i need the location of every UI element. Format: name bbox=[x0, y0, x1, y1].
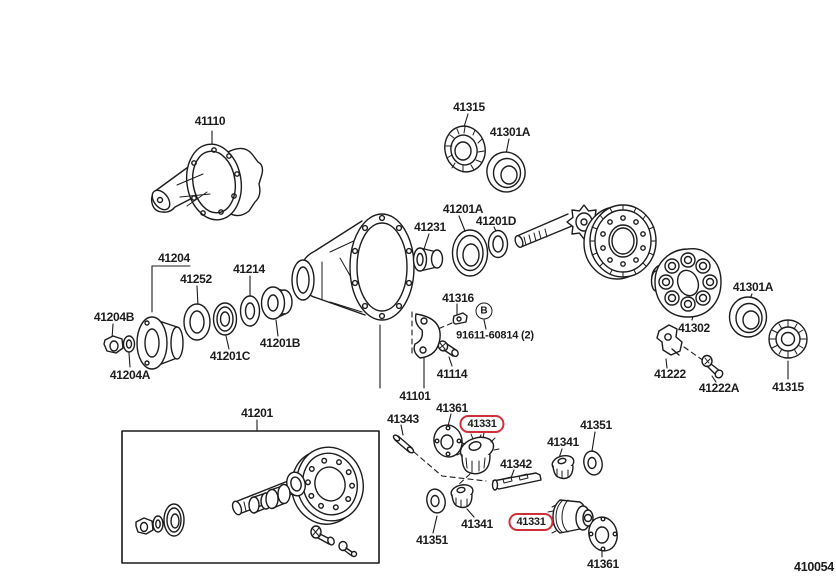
part-label-41214: 41214 bbox=[233, 262, 265, 276]
front-bearing-drawing bbox=[212, 302, 238, 336]
kit-washer-drawing bbox=[152, 515, 164, 533]
part-label-41101: 41101 bbox=[399, 389, 431, 403]
figure-number: 410054 bbox=[794, 559, 834, 574]
part-label-41222: 41222 bbox=[654, 367, 686, 381]
pinion-washer-drawing bbox=[487, 229, 509, 259]
part-label-41222a: 41222A bbox=[698, 381, 740, 395]
thrust-washer-lower-right-drawing bbox=[588, 516, 618, 552]
oil-slinger-top-drawing bbox=[444, 125, 486, 173]
carrier-case-drawing bbox=[291, 213, 415, 321]
part-label-41252: 41252 bbox=[180, 272, 212, 286]
kit-ring-gear-drawing bbox=[290, 446, 364, 525]
pinion-bearing-top-drawing bbox=[486, 151, 526, 193]
part-label-41201-box: 41201 bbox=[241, 406, 273, 420]
part-label-41315-top: 41315 bbox=[453, 100, 485, 114]
part-label-41114: 41114 bbox=[436, 367, 468, 381]
kit-bearing-drawing bbox=[163, 503, 185, 537]
bolt-symbol-badge: B bbox=[475, 302, 493, 320]
part-label-41301a-right: 41301A bbox=[732, 280, 774, 294]
kit-bolt-drawing bbox=[310, 525, 358, 558]
pinion-gear-right-drawing bbox=[551, 454, 575, 480]
rear-bearing-drawing bbox=[260, 286, 293, 320]
thrust-washer-right-drawing bbox=[583, 450, 603, 476]
flange-nut-drawing bbox=[103, 335, 124, 354]
bearing-cap-drawing bbox=[413, 313, 441, 359]
cross-shaft-drawing bbox=[491, 472, 542, 491]
oil-slinger-right-drawing bbox=[768, 319, 808, 359]
plate-washer-drawing bbox=[239, 295, 261, 327]
part-label-41331-highlighted-lower: 41331 bbox=[508, 513, 554, 531]
oil-seal-drawing bbox=[183, 303, 211, 341]
part-label-41342: 41342 bbox=[500, 457, 532, 471]
part-label-41201b: 41201B bbox=[259, 336, 301, 350]
ring-gear-drawing bbox=[583, 204, 657, 280]
stopper-drawing bbox=[452, 312, 468, 325]
diff-case-drawing bbox=[650, 247, 722, 318]
part-label-41351-lower: 41351 bbox=[416, 533, 448, 547]
pinion-rear-bearing-drawing bbox=[451, 229, 489, 277]
part-label-41351-right: 41351 bbox=[580, 418, 612, 432]
part-label-41110: 41110 bbox=[194, 114, 226, 128]
leader-lines bbox=[111, 113, 789, 558]
part-label-41204a: 41204A bbox=[109, 368, 151, 382]
part-label-41302: 41302 bbox=[678, 321, 710, 335]
side-gear-lower-drawing bbox=[546, 499, 594, 534]
part-label-41204b: 41204B bbox=[93, 310, 135, 324]
kit-nut-drawing bbox=[135, 517, 154, 535]
part-label-41301a-top: 41301A bbox=[489, 125, 531, 139]
cap-bolt-drawing bbox=[437, 340, 459, 358]
thrust-washer-upper-drawing bbox=[433, 424, 463, 458]
part-label-41315-right: 41315 bbox=[772, 380, 804, 394]
part-label-41341-lower: 41341 bbox=[461, 517, 493, 531]
gear-kit-box bbox=[121, 430, 380, 564]
part-label-41201a: 41201A bbox=[442, 202, 484, 216]
part-label-41316: 41316 bbox=[442, 291, 474, 305]
pinion-gear-lower-drawing bbox=[450, 484, 474, 509]
thrust-washer-lower-left-drawing bbox=[426, 488, 446, 514]
side-bearing-right-drawing bbox=[728, 296, 768, 338]
part-label-41231: 41231 bbox=[414, 220, 446, 234]
kit-spacer-drawing bbox=[248, 483, 291, 514]
part-label-41341-right: 41341 bbox=[547, 435, 579, 449]
carrier-assembly-drawing bbox=[150, 143, 264, 221]
part-label-41201c: 41201C bbox=[209, 349, 251, 363]
bolt-code-label: 91611-60814 (2) bbox=[456, 329, 534, 342]
lock-screw-drawing bbox=[701, 354, 724, 379]
companion-flange-drawing bbox=[136, 316, 184, 370]
bearing-spacer-drawing bbox=[412, 247, 444, 272]
part-label-41201d: 41201D bbox=[475, 214, 517, 228]
bolt-lock-drawing bbox=[656, 324, 683, 356]
part-label-41361-upper: 41361 bbox=[436, 401, 468, 415]
assembly-dashed-lines bbox=[411, 311, 705, 488]
part-label-41361-lower: 41361 bbox=[587, 557, 619, 571]
part-label-41331-highlighted-upper: 41331 bbox=[459, 415, 505, 433]
part-label-41343: 41343 bbox=[387, 412, 419, 426]
part-label-41204: 41204 bbox=[158, 251, 190, 265]
pinion-pin-drawing bbox=[392, 434, 415, 454]
flange-washer-drawing bbox=[122, 335, 136, 353]
side-gear-upper-drawing bbox=[456, 432, 500, 475]
